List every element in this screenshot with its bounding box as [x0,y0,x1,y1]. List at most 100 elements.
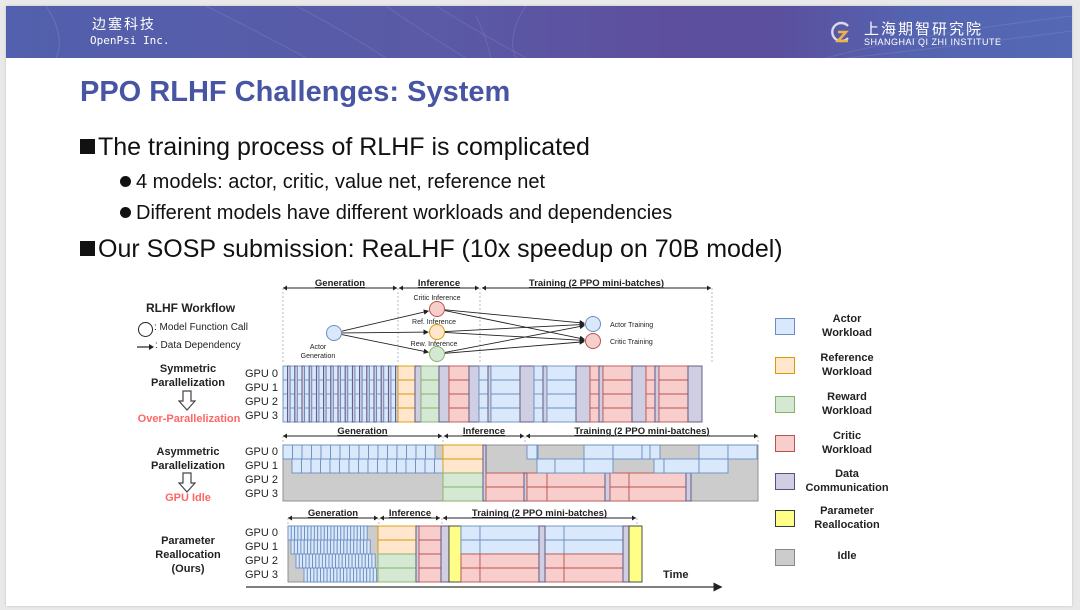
actor-generation-block [333,525,338,541]
actor-generation-block [369,567,374,583]
actor-generation-block [313,525,319,541]
banner-decoration [45,6,1072,58]
actor-generation-block [339,567,345,583]
node-at [585,316,601,332]
actor-generation-block [333,539,338,555]
actor-generation-block [315,553,320,569]
data-comm-block [438,365,450,423]
actor-generation-block [304,525,309,541]
phase-inference-arrow-left [399,285,403,291]
actor-generation-block [358,553,363,569]
actor-generation-block [320,567,325,583]
ours-phase-generation-label: Generation [308,508,358,519]
qizhi-logo-icon [831,21,849,43]
actor-generation-block [308,553,313,569]
actor-generation-block [386,458,397,474]
actor-generation-block [290,539,295,555]
actor-generation-block [310,567,315,583]
actor-workload-block [653,458,665,474]
actor-generation-block [297,525,302,541]
bullet-text: 4 models: actor, critic, value net, refe… [136,171,546,193]
actor-generation-block [368,444,379,460]
actor-generation-block [321,553,327,569]
actor-workload-block [583,458,614,474]
data-comm-block [598,365,604,423]
actor-generation-block [323,525,329,541]
actor-generation-block [320,458,331,474]
arrow-icon [137,344,154,350]
legend-swatch [775,357,795,374]
gpu-label: GPU 0 [245,527,279,539]
actor-workload-block [641,444,651,460]
actor-generation-block [353,525,358,541]
node-ref [429,324,445,340]
node-label-ref-inference: Ref. Inference [412,319,456,326]
legend-swatch [775,396,795,413]
data-comm-block [654,365,660,423]
actor-generation-block [345,553,350,569]
asym-phase-inference-arrow-left [444,433,448,439]
dependency-edge [444,310,586,341]
actor-workload-block [727,444,758,460]
actor-generation-block [307,525,312,541]
actor-generation-block [310,539,315,555]
asym-phase-training-arrow-right [754,433,758,439]
actor-generation-block [361,553,366,569]
asym-phase-generation-arrow-right [438,433,442,439]
actor-workload-block [526,444,538,460]
actor-generation-block [340,525,345,541]
node-label-actor-generation: Generation [301,353,336,360]
bullet-2: Our SOSP submission: ReaLHF (10x speedup… [80,235,783,264]
actor-generation-block [349,444,360,460]
actor-generation-block [405,458,416,474]
actor-generation-block [350,525,355,541]
actor-generation-block [351,553,356,569]
actor-generation-block [295,553,300,569]
actor-generation-block [362,567,368,583]
param-realloc-block [448,525,462,583]
data-comm-block [415,525,420,583]
node-crit [429,301,445,317]
actor-generation-block [323,539,328,555]
actor-generation-block [333,567,338,583]
actor-generation-block [346,567,351,583]
data-comm-block [482,444,487,502]
actor-generation-block [312,553,317,569]
actor-generation-block [368,553,373,569]
actor-generation-block [331,553,337,569]
dependency-edge [341,309,430,332]
actor-generation-block [300,525,305,541]
actor-generation-block [326,567,331,583]
actor-generation-block [316,567,321,583]
actor-generation-block [371,553,376,569]
actor-generation-block [310,525,315,541]
ours-phase-inference-arrow-left [380,515,384,521]
actor-generation-block [301,458,312,474]
actor-generation-block [303,567,308,583]
actor-generation-block [396,458,407,474]
node-label-actor-training: Actor Training [610,322,653,329]
actor-generation-block [338,553,343,569]
time-label: Time [663,569,689,581]
phase-generation-label: Generation [315,278,365,289]
bullet-text: The training process of RLHF is complica… [98,133,590,161]
data-comm-block [468,365,480,423]
phase-training-label: Training (2 PPO mini-batches) [529,278,664,289]
actor-workload-block [698,444,729,460]
actor-generation-block [341,553,346,569]
actor-generation-block [339,444,350,460]
actor-generation-block [316,539,322,555]
actor-generation-block [343,567,348,583]
dependency-edge [444,309,585,326]
actor-generation-block [317,525,322,541]
data-comm-block [440,525,450,583]
actor-generation-block [343,525,348,541]
data-comm-block [687,365,703,423]
asym-phase-training-label: Training (2 PPO mini-batches) [574,426,709,437]
